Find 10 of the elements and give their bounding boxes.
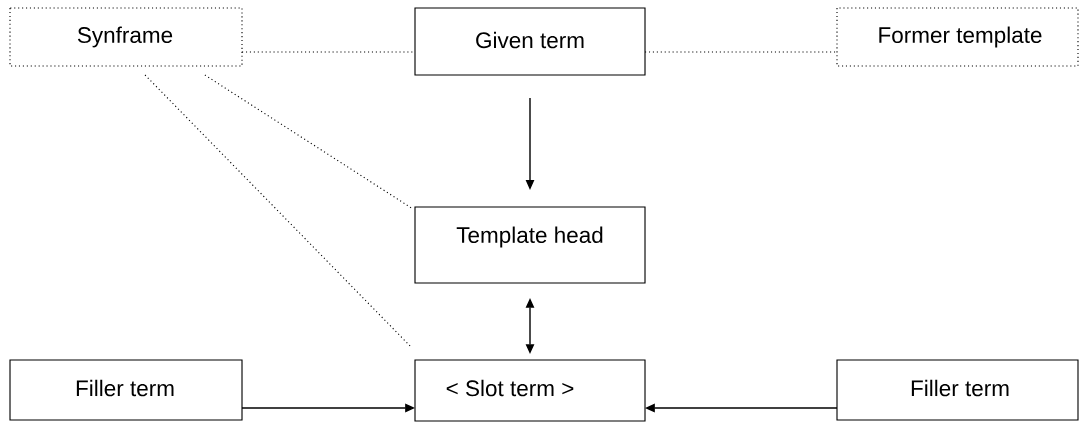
term-box: Filler term xyxy=(9,359,243,421)
term-box: < Slot term > xyxy=(414,359,646,422)
term-box: Given term xyxy=(414,7,646,76)
connector-line xyxy=(241,51,416,53)
connector-line xyxy=(144,74,412,348)
term-box: Synframe xyxy=(9,7,243,67)
term-box: Former template xyxy=(836,7,1079,67)
connector-line xyxy=(204,74,414,210)
term-box: Template head xyxy=(414,206,646,284)
term-box: Filler term xyxy=(836,359,1079,421)
